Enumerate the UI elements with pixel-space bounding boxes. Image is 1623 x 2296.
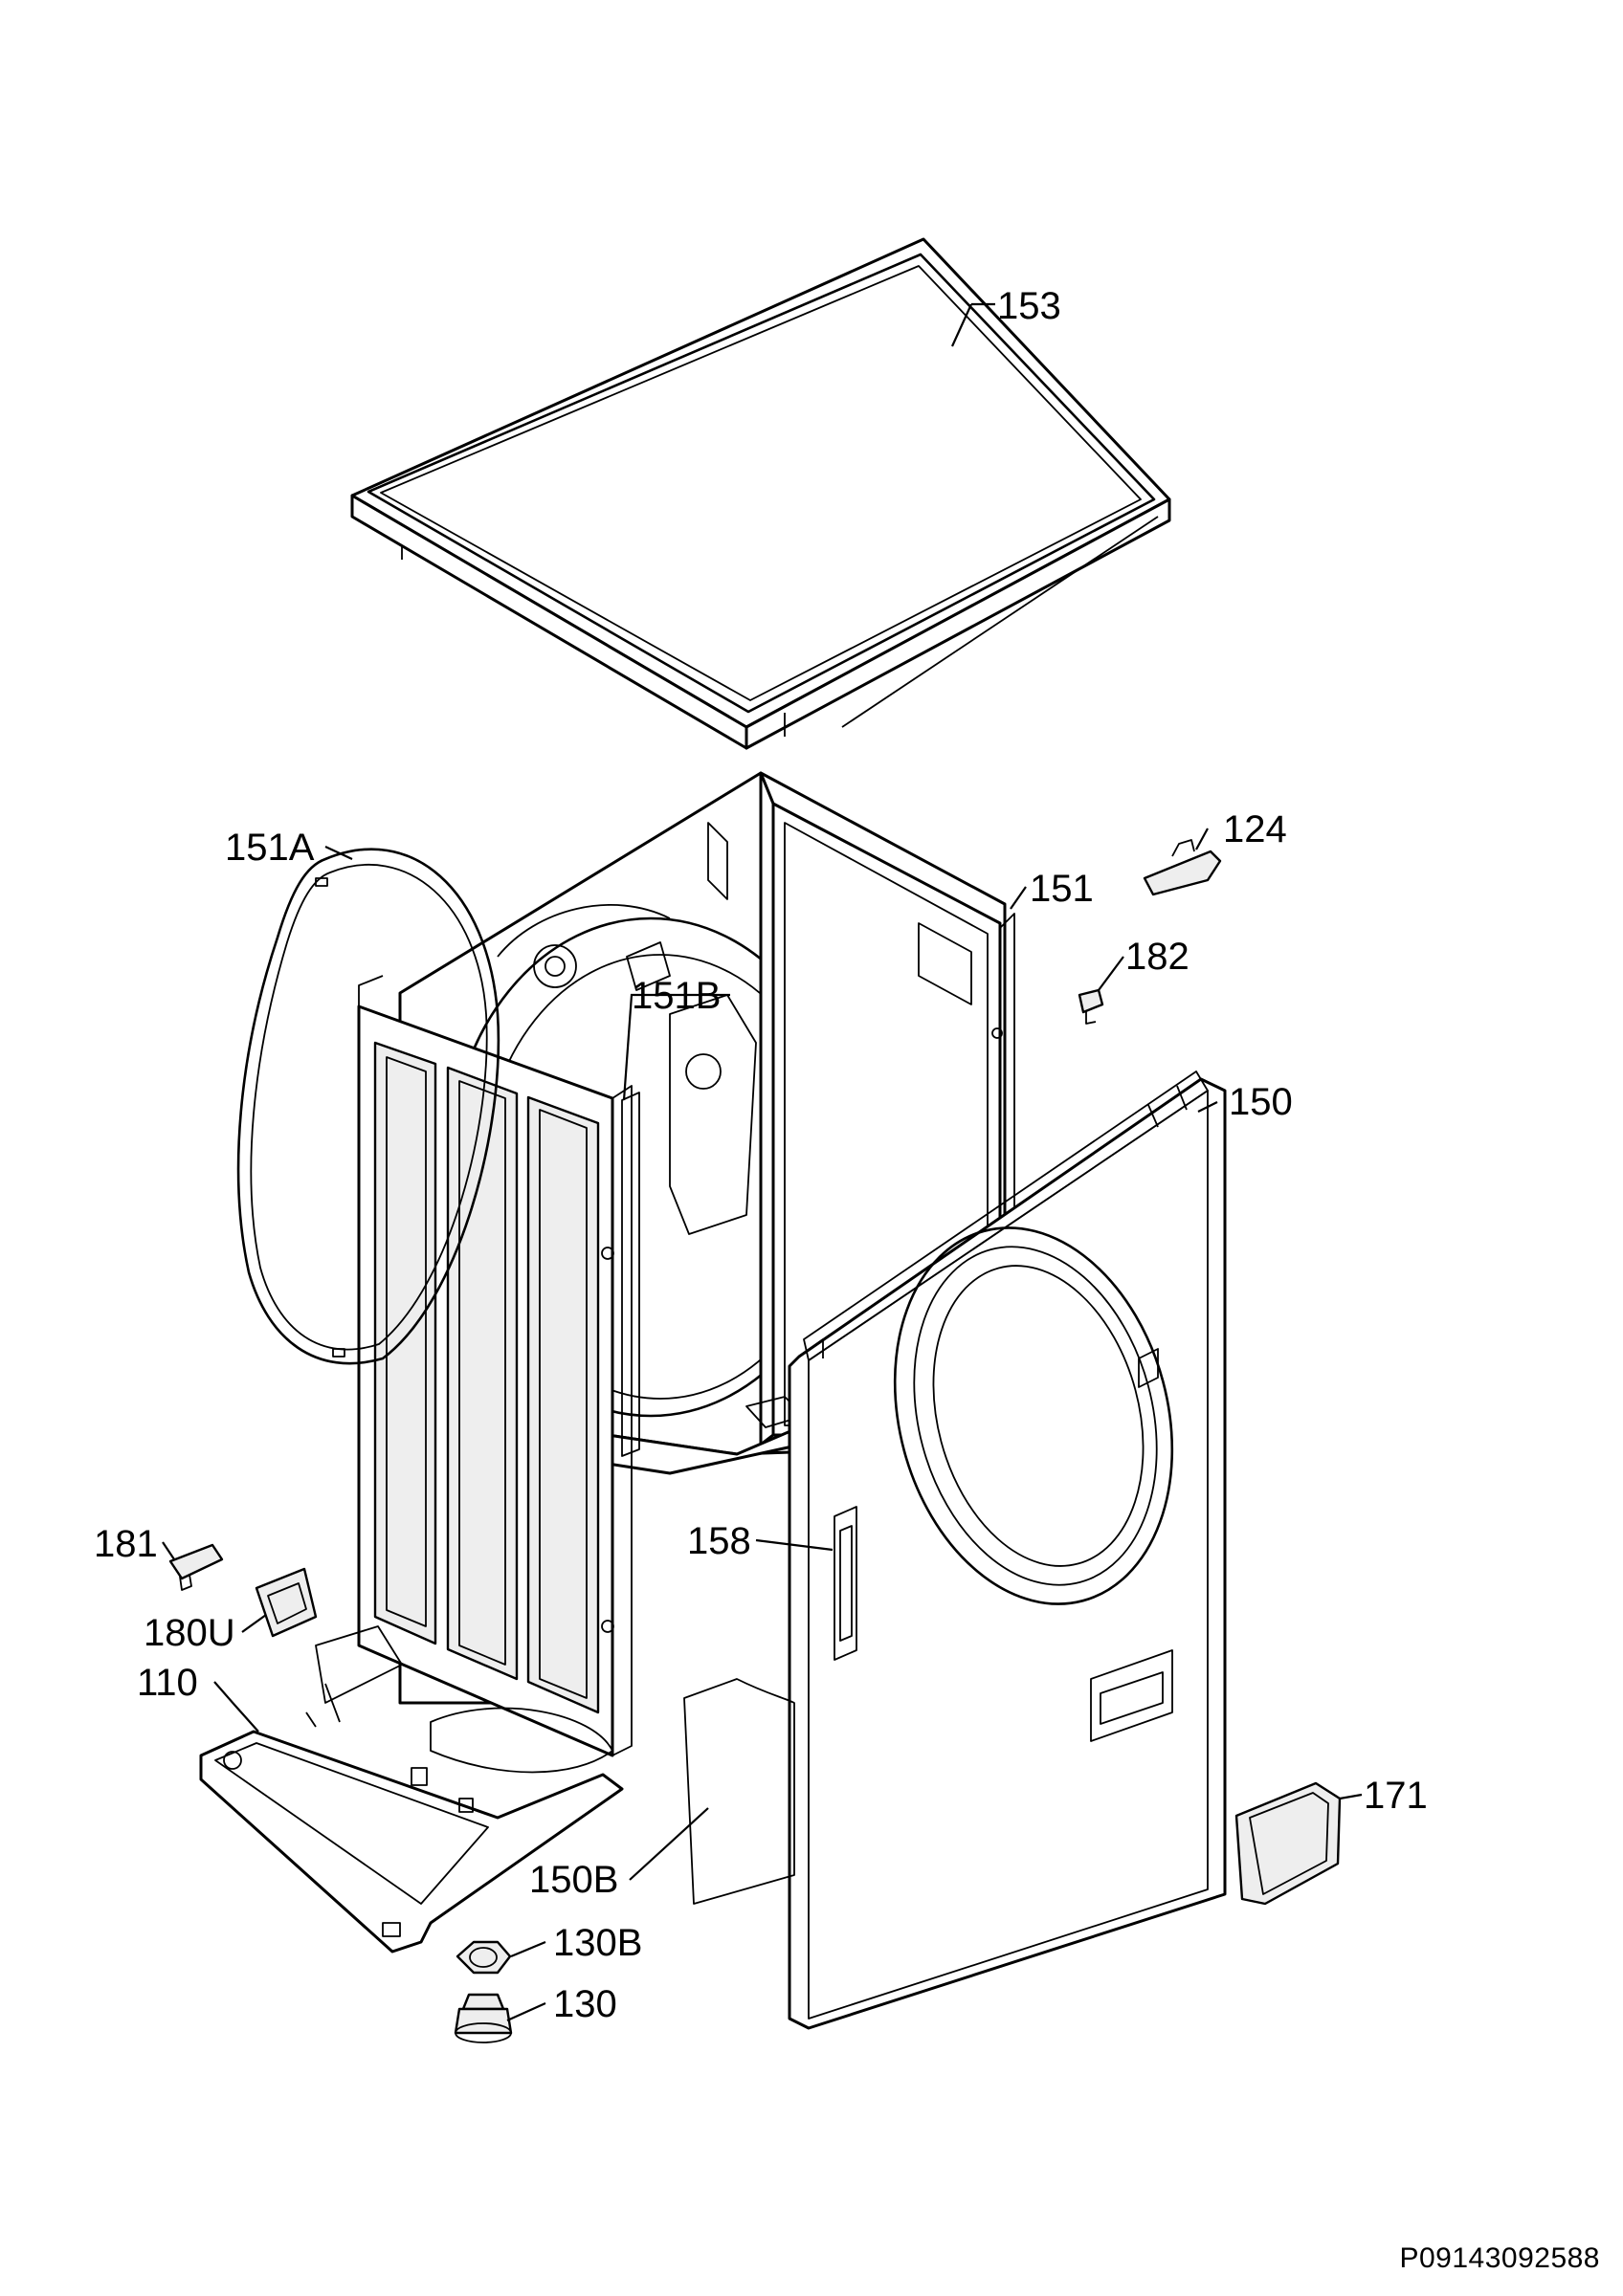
label-158: 158 xyxy=(687,1520,751,1562)
label-151: 151 xyxy=(1030,868,1094,910)
part-171-flap xyxy=(1234,1781,1342,1906)
part-labels: 153 124 151 151A 182 151B 150 181 158 18… xyxy=(94,285,1428,2025)
label-130: 130 xyxy=(553,1983,617,2025)
front-panel-part xyxy=(788,1071,1227,2030)
leader-lines xyxy=(162,302,1363,2022)
label-171: 171 xyxy=(1364,1775,1428,1817)
label-150b: 150B xyxy=(529,1859,618,1901)
part-182-sensor xyxy=(1078,988,1104,1025)
label-124: 124 xyxy=(1223,808,1287,850)
label-151a: 151A xyxy=(225,827,315,869)
label-130b: 130B xyxy=(553,1922,642,1964)
reference-code: P09143092588 xyxy=(1399,2242,1600,2274)
insulation-pad-part xyxy=(683,1678,795,1905)
label-182: 182 xyxy=(1125,936,1189,978)
part-130b-nut xyxy=(456,1940,512,1975)
part-124-bracket xyxy=(1143,839,1222,896)
label-110: 110 xyxy=(137,1662,198,1704)
part-181-clip xyxy=(168,1543,224,1591)
rear-gasket-part xyxy=(236,848,500,1365)
label-150: 150 xyxy=(1229,1081,1293,1123)
part-130-foot xyxy=(454,1993,513,2043)
label-151b: 151B xyxy=(632,975,721,1017)
part-180u-lock xyxy=(255,1567,318,1638)
label-180u: 180U xyxy=(144,1612,235,1654)
label-153: 153 xyxy=(997,285,1061,327)
base-plate-part xyxy=(199,1625,624,1954)
label-181: 181 xyxy=(94,1523,158,1565)
top-cover-part xyxy=(350,237,1171,750)
